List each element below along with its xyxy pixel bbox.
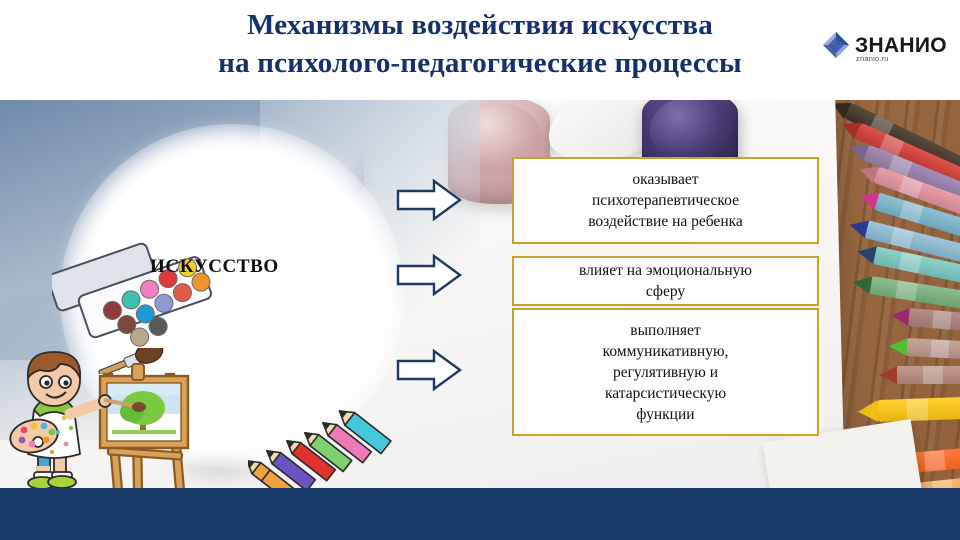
central-label: ИСКУССТВО bbox=[150, 256, 279, 277]
logo-domain: znanio.ru bbox=[856, 53, 889, 63]
brand-logo: ЗНАНИО znanio.ru bbox=[822, 27, 956, 63]
logo-text: ЗНАНИО znanio.ru bbox=[855, 33, 947, 62]
effect-box-3: выполняет коммуникативную, регулятивную … bbox=[512, 308, 819, 436]
footer-band bbox=[0, 488, 960, 540]
watercolor-palette-icon bbox=[47, 240, 232, 350]
boy-painting-easel-illustration bbox=[8, 340, 208, 488]
diamond-icon bbox=[822, 31, 850, 59]
page-title: Механизмы воздействия искусства на психо… bbox=[218, 9, 742, 79]
slide-header: Механизмы воздействия искусства на психо… bbox=[0, 0, 960, 100]
arrow-to-box-3 bbox=[396, 348, 463, 392]
effect-box-2: влияет на эмоциональную сферу bbox=[512, 256, 819, 306]
effect-box-1: оказывает психотерапевтическое воздейств… bbox=[512, 157, 819, 244]
arrow-to-box-2 bbox=[396, 253, 463, 297]
arrow-to-box-1 bbox=[396, 178, 463, 222]
colored-pencils-icon bbox=[246, 396, 398, 488]
logo-wordmark: ЗНАНИО bbox=[855, 33, 947, 57]
paintbrush-icon bbox=[95, 341, 167, 377]
